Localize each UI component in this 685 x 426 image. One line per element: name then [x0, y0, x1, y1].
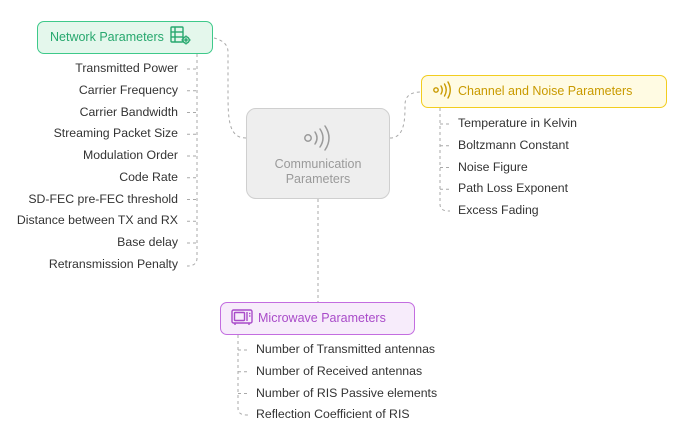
list-item: Code Rate [119, 169, 178, 184]
channel-noise-parameters-title: Channel and Noise Parameters [458, 84, 633, 99]
list-item: Transmitted Power [75, 61, 178, 75]
list-item: SD-FEC pre-FEC threshold [28, 191, 178, 206]
central-node-label-line2: Parameters [285, 172, 351, 186]
list-item: Excess Fading [458, 203, 539, 217]
list-item: Retransmission Penalty [48, 256, 178, 271]
list-item: Streaming Packet Size [53, 126, 178, 141]
signal-waves-icon [247, 123, 389, 156]
list-item: Temperature in Kelvin [458, 116, 577, 130]
network-parameters-list: Transmitted Power Carrier Frequency Carr… [17, 58, 178, 276]
central-node-label: Communication Parameters [247, 157, 389, 187]
list-item: Modulation Order [82, 148, 178, 162]
network-parameters-node: Network Parameters [37, 21, 213, 54]
channel-noise-parameters-list: Temperature in Kelvin Boltzmann Constant… [458, 113, 577, 222]
list-item: Noise Figure [458, 159, 528, 174]
list-item: Number of Transmitted antennas [256, 342, 436, 356]
central-node-label-line1: Communication [274, 157, 362, 171]
list-item: Carrier Bandwidth [79, 104, 178, 119]
channel-list-trunk [439, 108, 451, 212]
signal-waves-icon [432, 81, 452, 102]
channel-noise-parameters-node: Channel and Noise Parameters [421, 75, 667, 108]
microwave-list-trunk [237, 335, 249, 416]
list-item: Boltzmann Constant [458, 137, 569, 152]
microwave-parameters-title: Microwave Parameters [258, 311, 386, 326]
list-item: Number of RIS Passive elements [256, 385, 438, 400]
connector-center-network [213, 37, 247, 139]
central-node: Communication Parameters [246, 108, 390, 199]
list-item: Number of Received antennas [256, 363, 423, 378]
connector-center-channel [389, 91, 422, 139]
list-item: Distance between TX and RX [16, 213, 178, 228]
network-list-trunk [186, 54, 198, 267]
list-item: Base delay [117, 235, 178, 249]
list-item: Carrier Frequency [78, 82, 178, 97]
list-item: Path Loss Exponent [458, 181, 569, 196]
microwave-parameters-list: Number of Transmitted antennas Number of… [256, 339, 437, 426]
network-settings-icon [170, 26, 192, 49]
list-item: Reflection Coefficient of RIS [256, 407, 410, 422]
microwave-oven-icon [231, 308, 253, 329]
network-parameters-title: Network Parameters [50, 30, 164, 45]
microwave-parameters-node: Microwave Parameters [220, 302, 415, 335]
